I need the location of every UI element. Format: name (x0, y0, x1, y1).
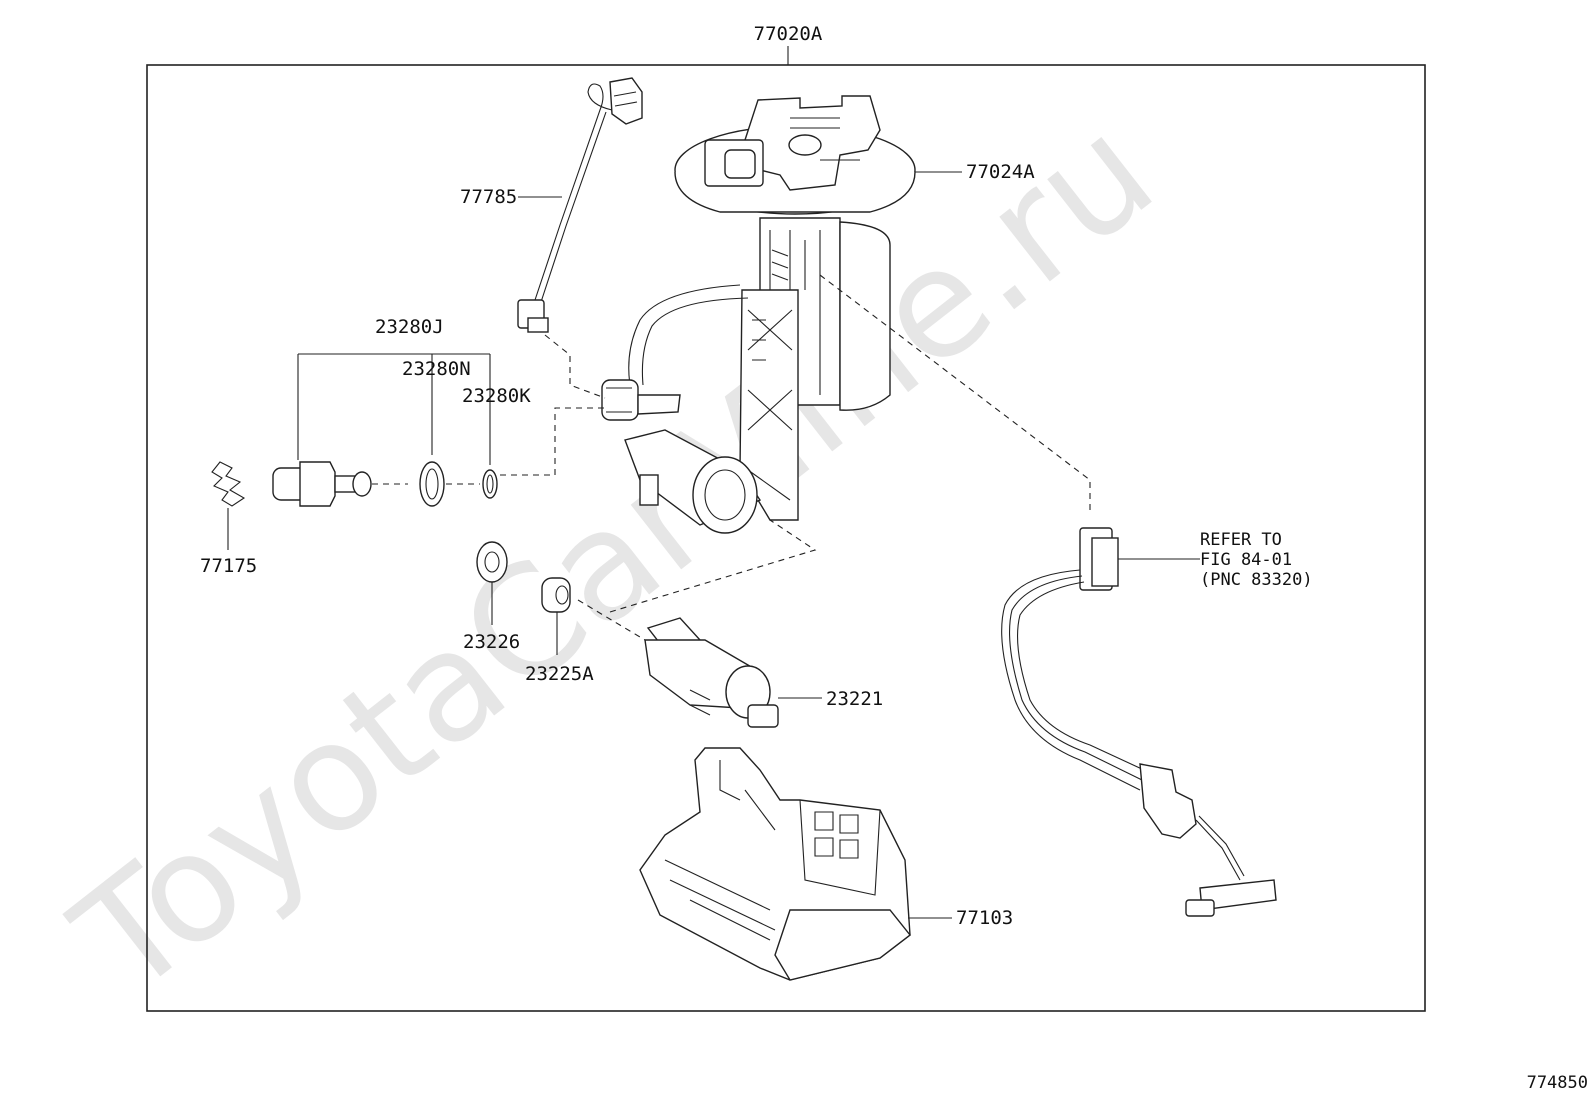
part-77103-drawing[interactable] (639, 747, 911, 981)
part-23280J-drawing[interactable] (272, 461, 372, 507)
reference-line1[interactable]: REFER TO (1200, 530, 1282, 550)
figure-number: 774850 (1527, 1073, 1588, 1093)
reference-line2[interactable]: FIG 84-01 (1200, 550, 1292, 570)
label-77785[interactable]: 77785 (460, 186, 517, 208)
part-23221-drawing[interactable] (644, 617, 779, 728)
label-77103[interactable]: 77103 (956, 907, 1013, 929)
dash-77785-to-fitting (544, 334, 606, 399)
part-23280N-drawing[interactable] (419, 461, 445, 507)
label-77175[interactable]: 77175 (200, 555, 257, 577)
dash-pump-to-connector (819, 274, 1091, 515)
label-77024A[interactable]: 77024A (966, 161, 1035, 183)
label-23280K[interactable]: 23280K (462, 385, 531, 407)
label-23221[interactable]: 23221 (826, 688, 883, 710)
part-23225A-drawing[interactable] (541, 577, 571, 613)
part-77175-drawing[interactable] (211, 461, 246, 507)
sender-gauge-harness-drawing[interactable] (1001, 527, 1277, 917)
part-77785-drawing[interactable] (517, 77, 643, 333)
part-23280K-drawing[interactable] (482, 469, 498, 499)
label-23280N[interactable]: 23280N (402, 358, 471, 380)
label-23225A[interactable]: 23225A (525, 663, 594, 685)
part-23226-drawing[interactable] (476, 541, 508, 583)
label-23226[interactable]: 23226 (463, 631, 520, 653)
dash-valve-to-fitting (500, 407, 605, 476)
reference-line3[interactable]: (PNC 83320) (1200, 570, 1313, 590)
label-77020A[interactable]: 77020A (754, 23, 823, 45)
label-23280J[interactable]: 23280J (375, 316, 444, 338)
assembly-frame (146, 64, 1426, 1012)
part-77024A-drawing[interactable] (601, 95, 916, 534)
